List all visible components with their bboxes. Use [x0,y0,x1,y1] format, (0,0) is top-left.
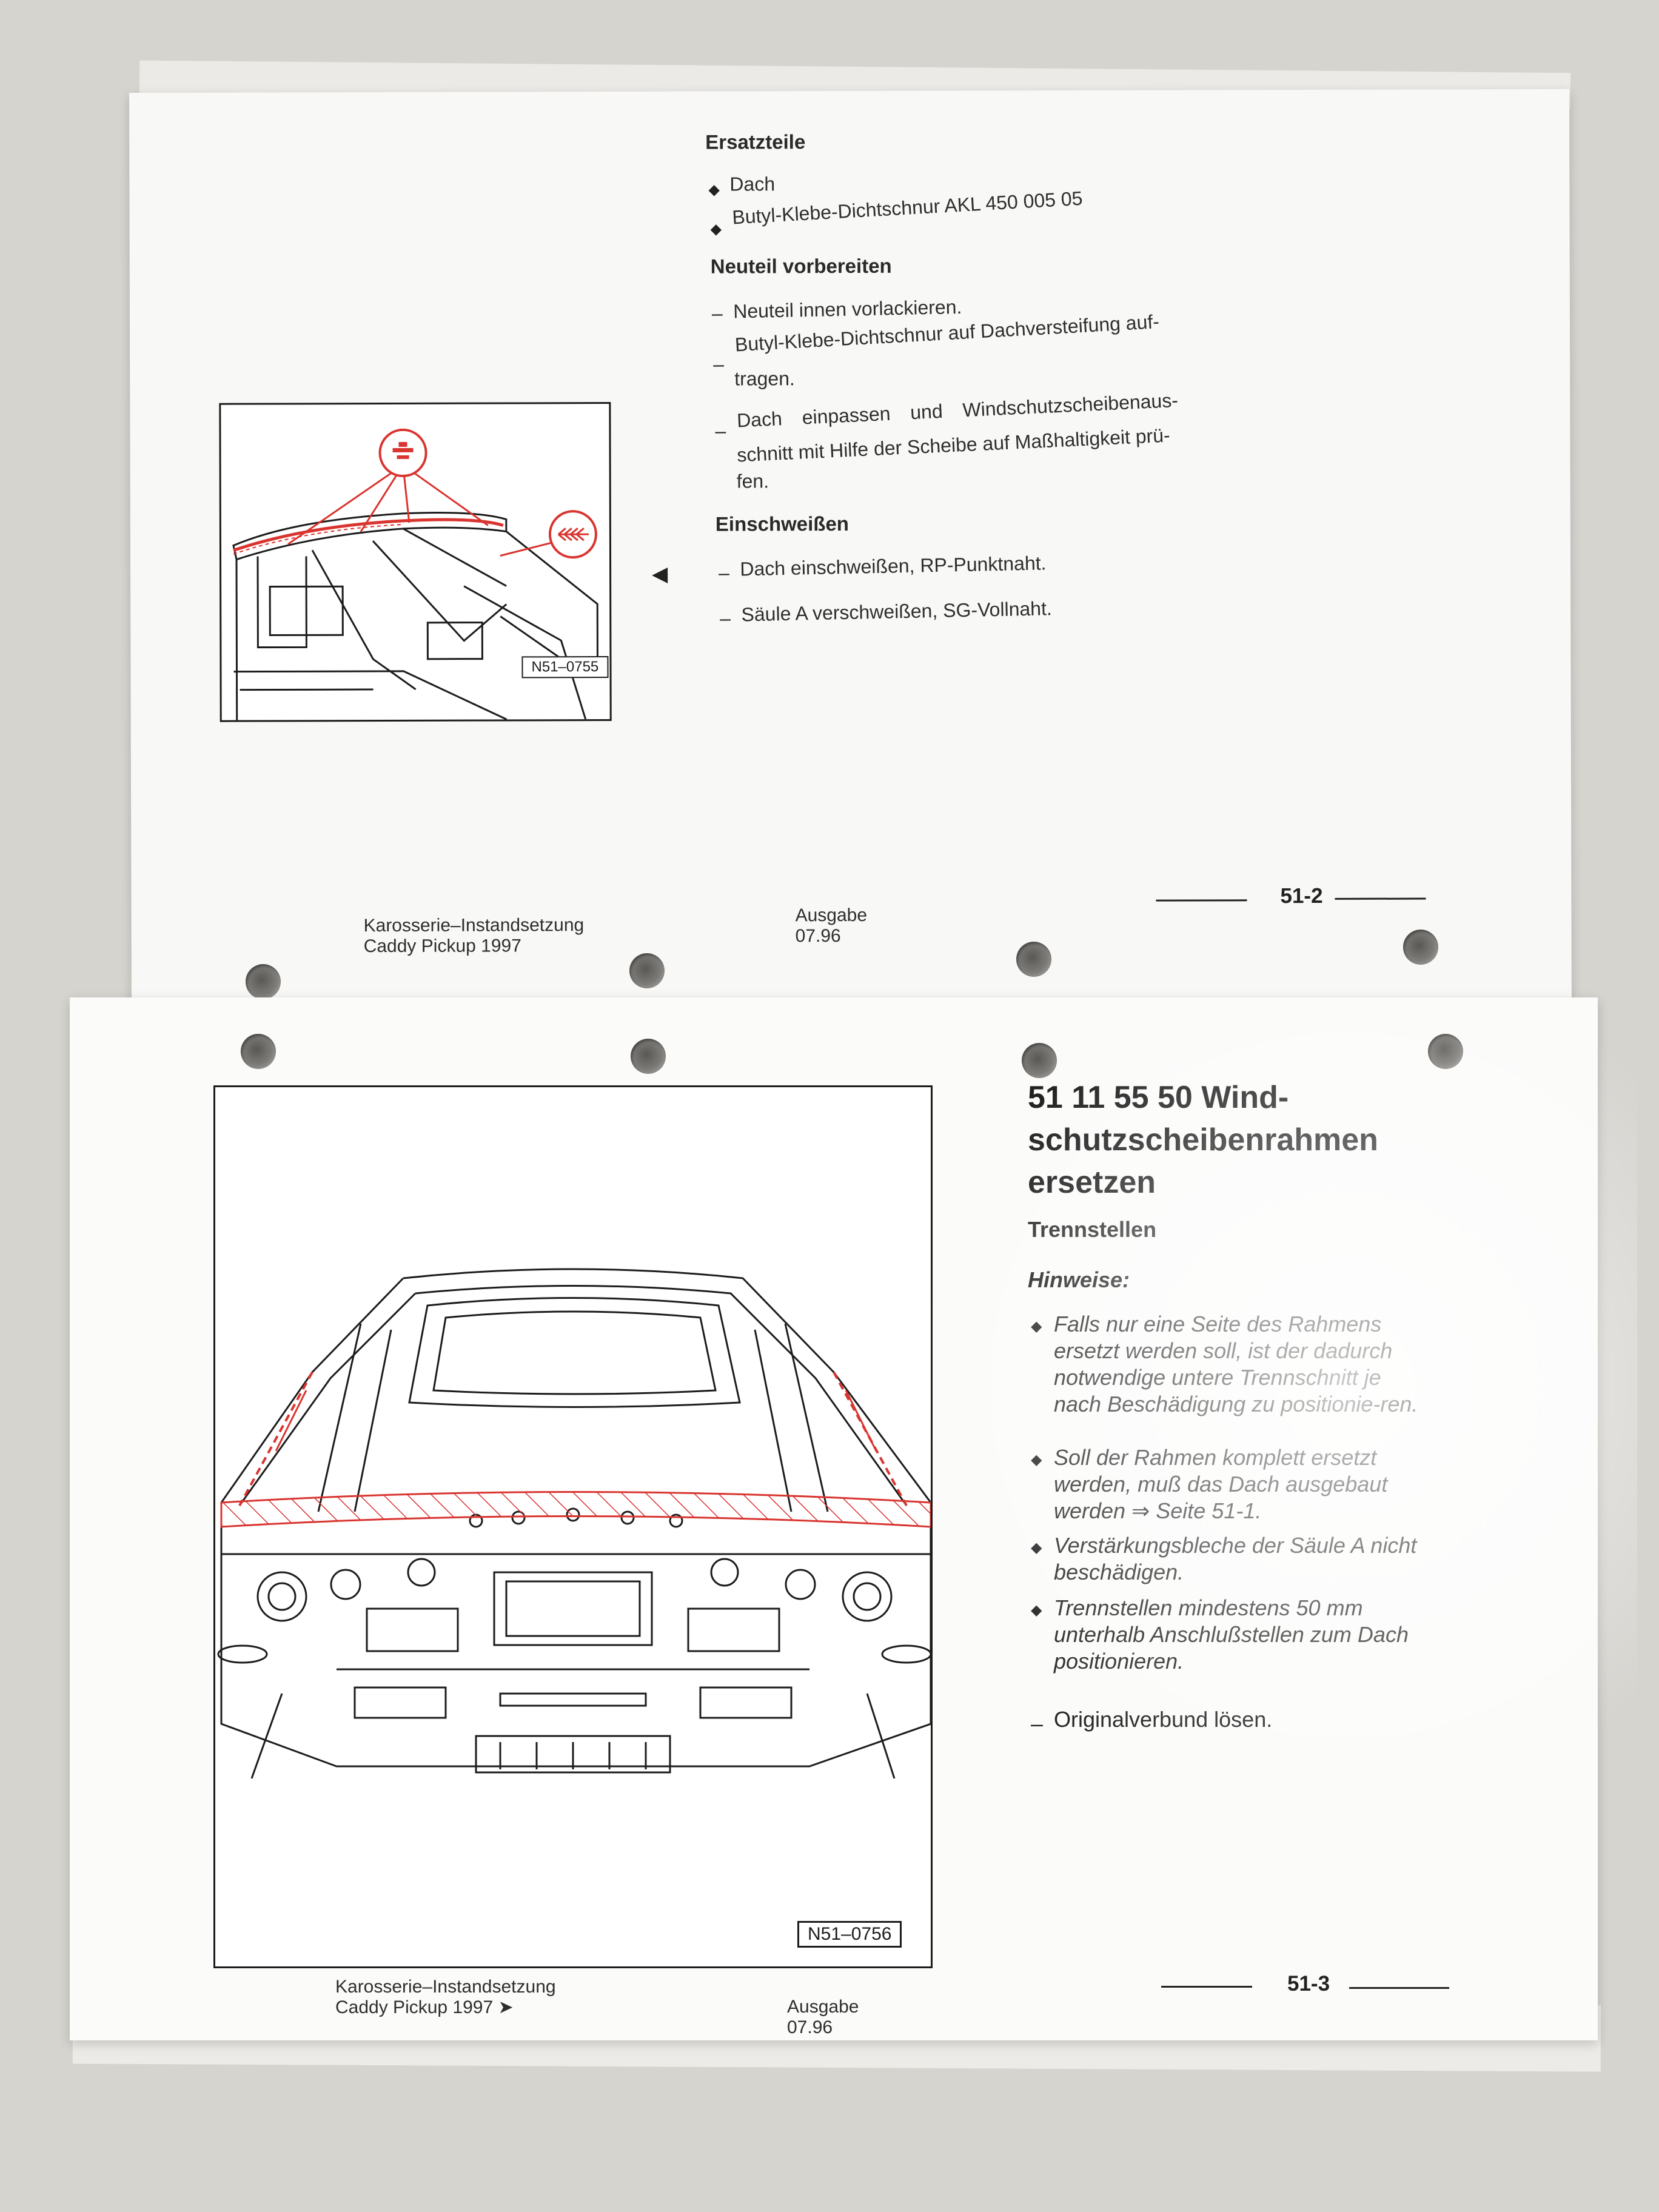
page-number: 51-2 [1280,883,1323,908]
weld-step: Säule A verschweißen, SG-Vollnaht. [741,597,1053,626]
bullet-icon: ◆ [708,181,720,198]
dash-icon: – [715,420,726,442]
binder-hole [1022,1043,1057,1078]
dash-icon: – [1031,1711,1044,1736]
weld-step: Dach einschweißen, RP-Punktnaht. [740,552,1047,580]
windshield-frame-line-drawing [217,1268,932,1779]
page-number-rule-left [1161,1986,1252,1988]
dash-icon: – [713,353,725,375]
bullet-icon: ◆ [1031,1452,1042,1468]
figure-windshield-frame: N51–0756 [213,1085,933,1968]
dash-icon: – [720,607,731,629]
page-number-rule-right [1349,1987,1449,1989]
page-number-rule-right [1335,897,1426,900]
bullet-icon: ◆ [1031,1602,1042,1618]
hints-heading: Hinweise: [1028,1267,1130,1292]
binder-hole [629,953,665,988]
binder-hole [246,964,281,999]
footer-manual-title: Karosserie–Instandsetzung Caddy Pickup 1… [335,1977,556,2017]
hint-item: Soll der Rahmen komplett ersetzt werden,… [1054,1445,1388,1523]
prepare-step: Dach einpassen und Windschutzscheibenaus… [736,389,1179,432]
dash-icon: – [711,302,723,324]
prepare-step-cont: schnitt mit Hilfe der Scheibe auf Maßhal… [736,424,1171,466]
hint-item: Trennstellen mindestens 50 mm unterhalb … [1054,1595,1409,1674]
bullet-icon: ◆ [1031,1540,1042,1556]
prepare-step: Neuteil innen vorlackieren. [732,295,962,323]
hint-item: Verstärkungsbleche der Säule A nicht bes… [1054,1533,1417,1584]
binder-hole [1016,942,1051,977]
prepare-heading: Neuteil vorbereiten [710,254,892,278]
part-item: Butyl-Klebe-Dichtschnur AKL 450 005 05 [731,187,1084,229]
bullet-icon: ◆ [710,221,722,238]
prepare-step-cont: fen. [736,470,769,492]
roof-line-drawing [232,428,598,720]
binder-hole [241,1034,276,1069]
manual-page-51-2: N51–0755 ◀ Ersatzteile ◆ Dach ◆ Butyl-Kl… [129,89,1572,1021]
final-step: Originalverbund lösen. [1054,1707,1273,1732]
seam-weld-symbol-icon [548,510,597,559]
footer-issue: Ausgabe 07.96 [795,905,868,947]
weld-heading: Einschweißen [715,512,849,535]
figure-pointer-icon: ◀ [652,562,668,586]
figure-roof: N51–0755 [219,402,612,722]
prepare-step-cont: tragen. [734,367,795,390]
figure-label: N51–0755 [521,656,609,679]
footer-manual-title: Karosserie–Instandsetzung Caddy Pickup 1… [363,915,585,957]
spot-weld-symbol-icon [378,428,427,477]
footer-issue: Ausgabe 07.96 [787,1997,859,2037]
manual-page-51-3: N51–0756 51 11 55 50 Wind- schutzscheibe… [70,997,1598,2040]
procedure-title: 51 11 55 50 Wind- schutzscheibenrahmen e… [1028,1080,1378,1200]
ersatzteile-heading: Ersatzteile [705,130,806,153]
dash-icon: – [719,561,729,584]
section-heading: Trennstellen [1028,1217,1157,1242]
page-number-rule-left [1156,899,1247,902]
figure-label: N51–0756 [797,1921,902,1948]
binder-hole [1403,930,1438,965]
binder-hole [1428,1034,1463,1069]
hint-item: Falls nur eine Seite des Rahmens ersetzt… [1054,1312,1418,1416]
part-item: Dach [729,173,776,195]
page-number: 51-3 [1287,1972,1330,1996]
bullet-icon: ◆ [1031,1318,1042,1335]
binder-hole [631,1039,666,1074]
